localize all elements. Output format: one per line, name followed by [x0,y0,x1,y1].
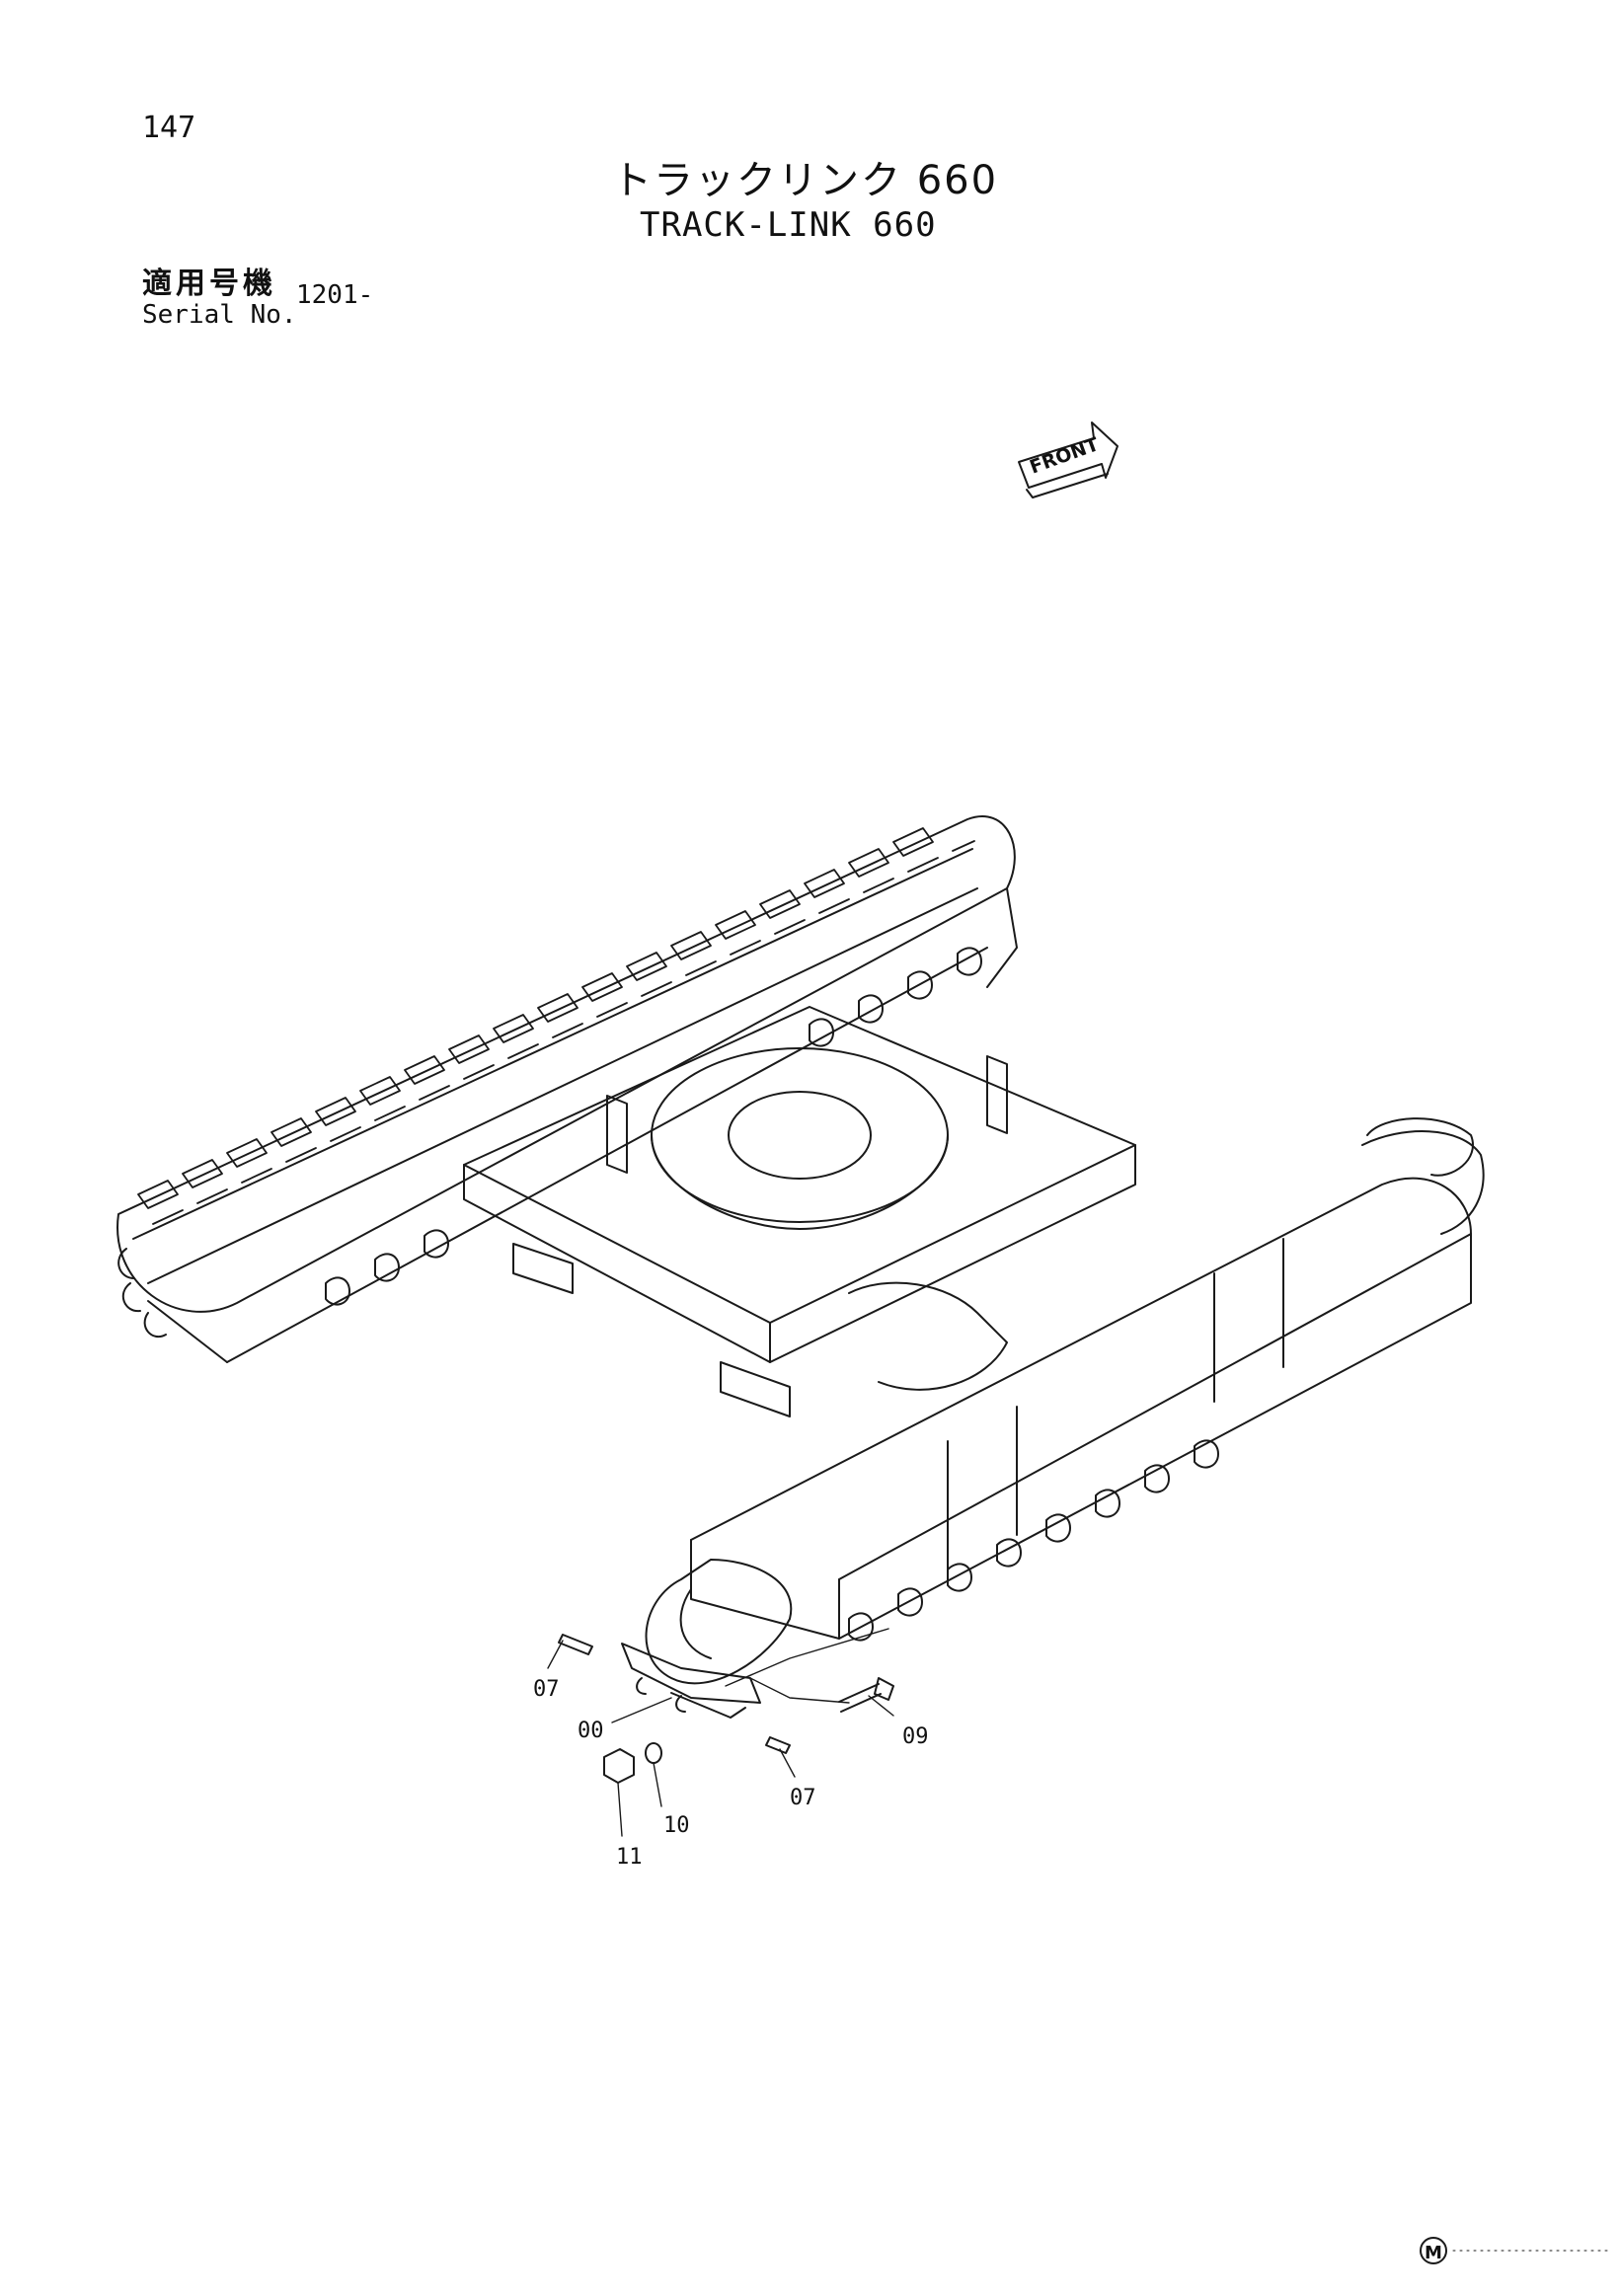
front-label: FRONT [1027,433,1102,479]
pin-upper [558,1634,593,1655]
footer-m-mark: M [1420,2237,1610,2264]
pin-lower [765,1736,791,1754]
serial-value: 1201- [296,280,374,310]
track-nut [603,1748,635,1784]
center-frame [463,1006,1136,1417]
callout-07-upper: 07 [533,1677,560,1702]
callout-09: 09 [902,1724,929,1749]
track-link-assembly [558,1628,894,1784]
left-track [116,815,1018,1363]
title-japanese: トラックリンク 660 [612,158,999,203]
serial-label-japanese: 適用号機 [142,267,276,301]
track-washer [645,1742,662,1764]
title-english: TRACK-LINK 660 [640,205,937,245]
footer-m-letter: M [1425,2243,1442,2263]
serial-label-english: Serial No. [142,300,297,330]
leader-lines [547,1640,894,1837]
callout-00: 00 [578,1719,604,1743]
callout-10: 10 [663,1813,690,1838]
callout-11: 11 [616,1845,643,1870]
callout-07-lower: 07 [790,1786,816,1810]
undercarriage-drawing [116,815,1485,1837]
right-side-frame [645,1117,1485,1685]
page-number: 147 [142,111,196,145]
track-bolt [838,1677,894,1713]
front-arrow: FRONT [1018,421,1119,498]
